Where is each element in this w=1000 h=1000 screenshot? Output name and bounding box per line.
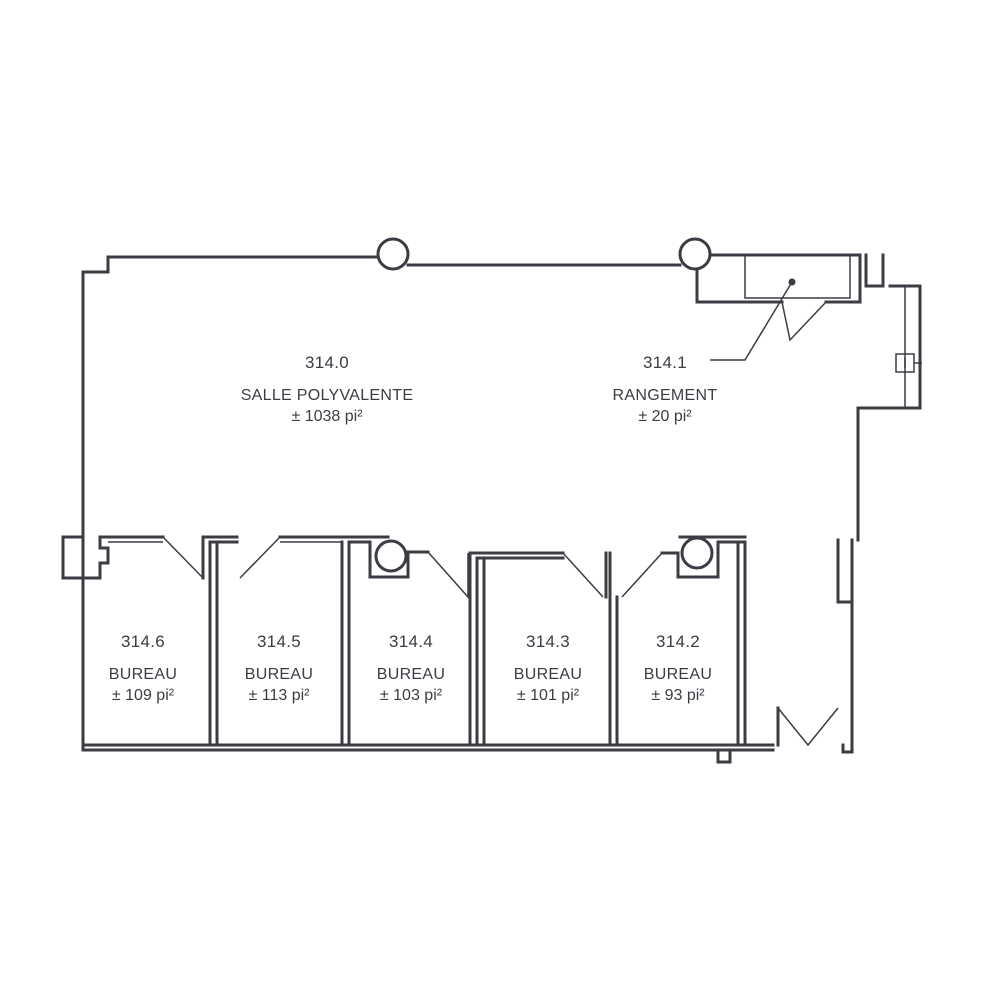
room-label-314-2: 314.2 BUREAU ± 93 pi² <box>644 632 712 704</box>
storage-inner-wall <box>744 255 851 299</box>
storage-leader <box>710 278 796 361</box>
partition-5-4-b <box>347 540 372 747</box>
door-office-4 <box>427 551 469 599</box>
door-office-3 <box>562 552 604 598</box>
partition-6-5 <box>201 535 239 580</box>
partition-6-5-b <box>208 540 239 747</box>
top-wall-right <box>708 253 862 304</box>
room-number: 314.1 <box>643 353 687 372</box>
door-office-5 <box>239 536 281 579</box>
room-name: BUREAU <box>644 666 712 683</box>
room-number: 314.0 <box>305 353 349 372</box>
room-area: ± 1038 pi² <box>291 408 363 425</box>
room-number: 314.2 <box>656 632 700 651</box>
door-office-2 <box>621 552 663 598</box>
office-2-column-box <box>660 540 747 747</box>
room-name: RANGEMENT <box>613 387 718 404</box>
right-wall-lower <box>841 600 854 754</box>
room-name: SALLE POLYVALENTE <box>241 387 414 404</box>
columns <box>376 237 712 271</box>
leader-line <box>710 281 793 361</box>
room-area: ± 101 pi² <box>517 687 580 704</box>
room-label-314-4: 314.4 BUREAU ± 103 pi² <box>377 632 445 704</box>
room-name: BUREAU <box>377 666 445 683</box>
room-number: 314.3 <box>526 632 570 651</box>
room-number: 314.5 <box>257 632 301 651</box>
room-area: ± 109 pi² <box>112 687 175 704</box>
doors <box>162 301 839 747</box>
room-name: BUREAU <box>245 666 313 683</box>
office-4-column-box <box>368 540 430 579</box>
room-number: 314.4 <box>389 632 433 651</box>
door-office-6 <box>162 536 204 579</box>
right-wing-outer <box>856 284 922 542</box>
partition-4-3-b <box>475 556 565 747</box>
room-label-314-6: 314.6 BUREAU ± 109 pi² <box>109 632 177 704</box>
room-name: BUREAU <box>514 666 582 683</box>
room-label-314-0: 314.0 SALLE POLYVALENTE ± 1038 pi² <box>241 353 414 425</box>
right-wing-wall <box>864 253 885 288</box>
room-area: ± 103 pi² <box>380 687 443 704</box>
top-wall <box>81 255 380 752</box>
room-area: ± 20 pi² <box>638 408 692 425</box>
column-office-4 <box>374 539 408 573</box>
exterior-walls <box>81 253 922 764</box>
room-label-314-5: 314.5 BUREAU ± 113 pi² <box>245 632 313 704</box>
storage-closet-wall <box>695 268 784 304</box>
door-lower-right <box>777 707 839 747</box>
column-office-2 <box>680 536 714 570</box>
room-name: BUREAU <box>109 666 177 683</box>
room-label-314-3: 314.3 BUREAU ± 101 pi² <box>514 632 582 704</box>
leader-dot <box>788 278 796 286</box>
office-walls <box>98 535 747 747</box>
left-pier <box>61 535 110 580</box>
door-storage <box>781 301 827 342</box>
column-top-1 <box>376 237 410 271</box>
room-area: ± 113 pi² <box>249 687 311 704</box>
room-label-314-1: 314.1 RANGEMENT ± 20 pi² <box>613 353 718 425</box>
right-wall <box>836 538 854 604</box>
column-top-2 <box>678 237 712 271</box>
room-area: ± 93 pi² <box>651 687 705 704</box>
bottom-notch <box>716 748 732 764</box>
room-number: 314.6 <box>121 632 165 651</box>
